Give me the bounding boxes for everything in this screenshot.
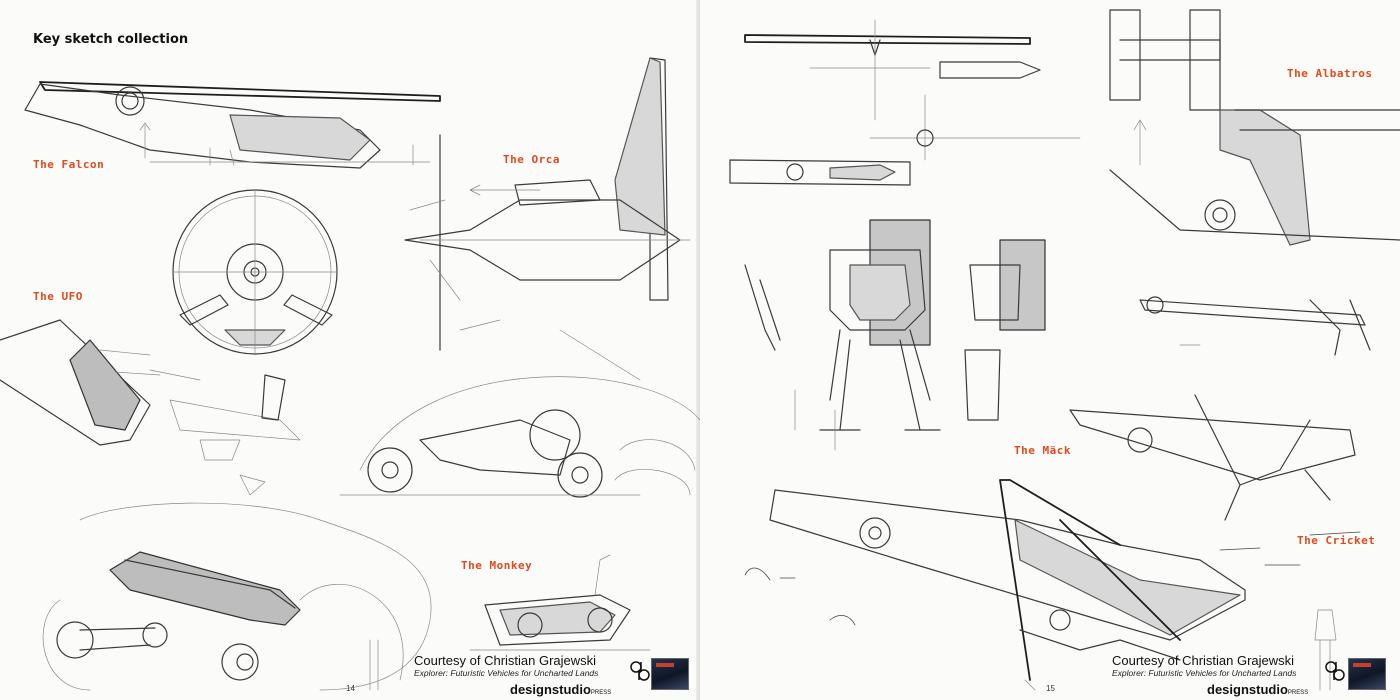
cricket-small-sketch (1139, 296, 1371, 356)
label-monkey: The Monkey (461, 559, 533, 572)
right-page-sketches (729, 9, 1400, 691)
left-page-sketches (0, 57, 700, 691)
brand-suffix: PRESS (590, 690, 612, 696)
falcon-sketch (24, 81, 441, 169)
book-subtitle: Explorer: Futuristic Vehicles for Unchar… (1112, 668, 1297, 678)
annotation-squiggles (744, 531, 1361, 626)
monkey-side-sketch (469, 554, 651, 651)
publisher-brand: designstudioPRESS (510, 682, 611, 697)
label-cricket: The Cricket (1297, 534, 1376, 547)
brand-name: designstudio (510, 682, 591, 697)
albatros-sketch (729, 9, 1400, 246)
label-ufo: The UFO (33, 290, 83, 303)
label-falcon: The Falcon (33, 158, 105, 171)
cricket-mid-sketch (1069, 394, 1356, 521)
page-number: 15 (1046, 684, 1055, 693)
brand-suffix: PRESS (1287, 690, 1309, 696)
page-number: 14 (346, 684, 355, 693)
mack-sketch (744, 219, 1046, 451)
left-page: Key sketch collection The Falcon The Orc… (0, 32, 700, 697)
credit-text: Courtesy of Christian Grajewski (1112, 653, 1295, 668)
orca-sketch (404, 57, 691, 381)
monkey-vehicle-sketch (339, 376, 700, 498)
label-orca: The Orca (503, 153, 560, 166)
book-cover-thumbnail (651, 658, 689, 690)
page-title: Key sketch collection (33, 32, 189, 47)
label-albatros: The Albatros (1287, 67, 1373, 80)
label-mack: The Mäck (1014, 444, 1071, 457)
brand-name: designstudio (1207, 682, 1288, 697)
credit-text: Courtesy of Christian Grajewski (414, 653, 597, 668)
monkey-big-sketch (42, 502, 432, 691)
publisher-logo-icon (630, 661, 650, 681)
ufo-sketch (172, 189, 338, 356)
right-page: The Albatros The Mäck The Cricket Courte… (700, 0, 1400, 700)
book-subtitle: Explorer: Futuristic Vehicles for Unchar… (414, 668, 599, 678)
cricket-large-sketch (769, 479, 1337, 691)
publisher-logo-icon (1325, 661, 1345, 681)
publisher-brand: designstudioPRESS (1207, 682, 1308, 697)
ufo-detail-sketch (0, 319, 301, 496)
book-cover-thumbnail (1348, 658, 1386, 690)
